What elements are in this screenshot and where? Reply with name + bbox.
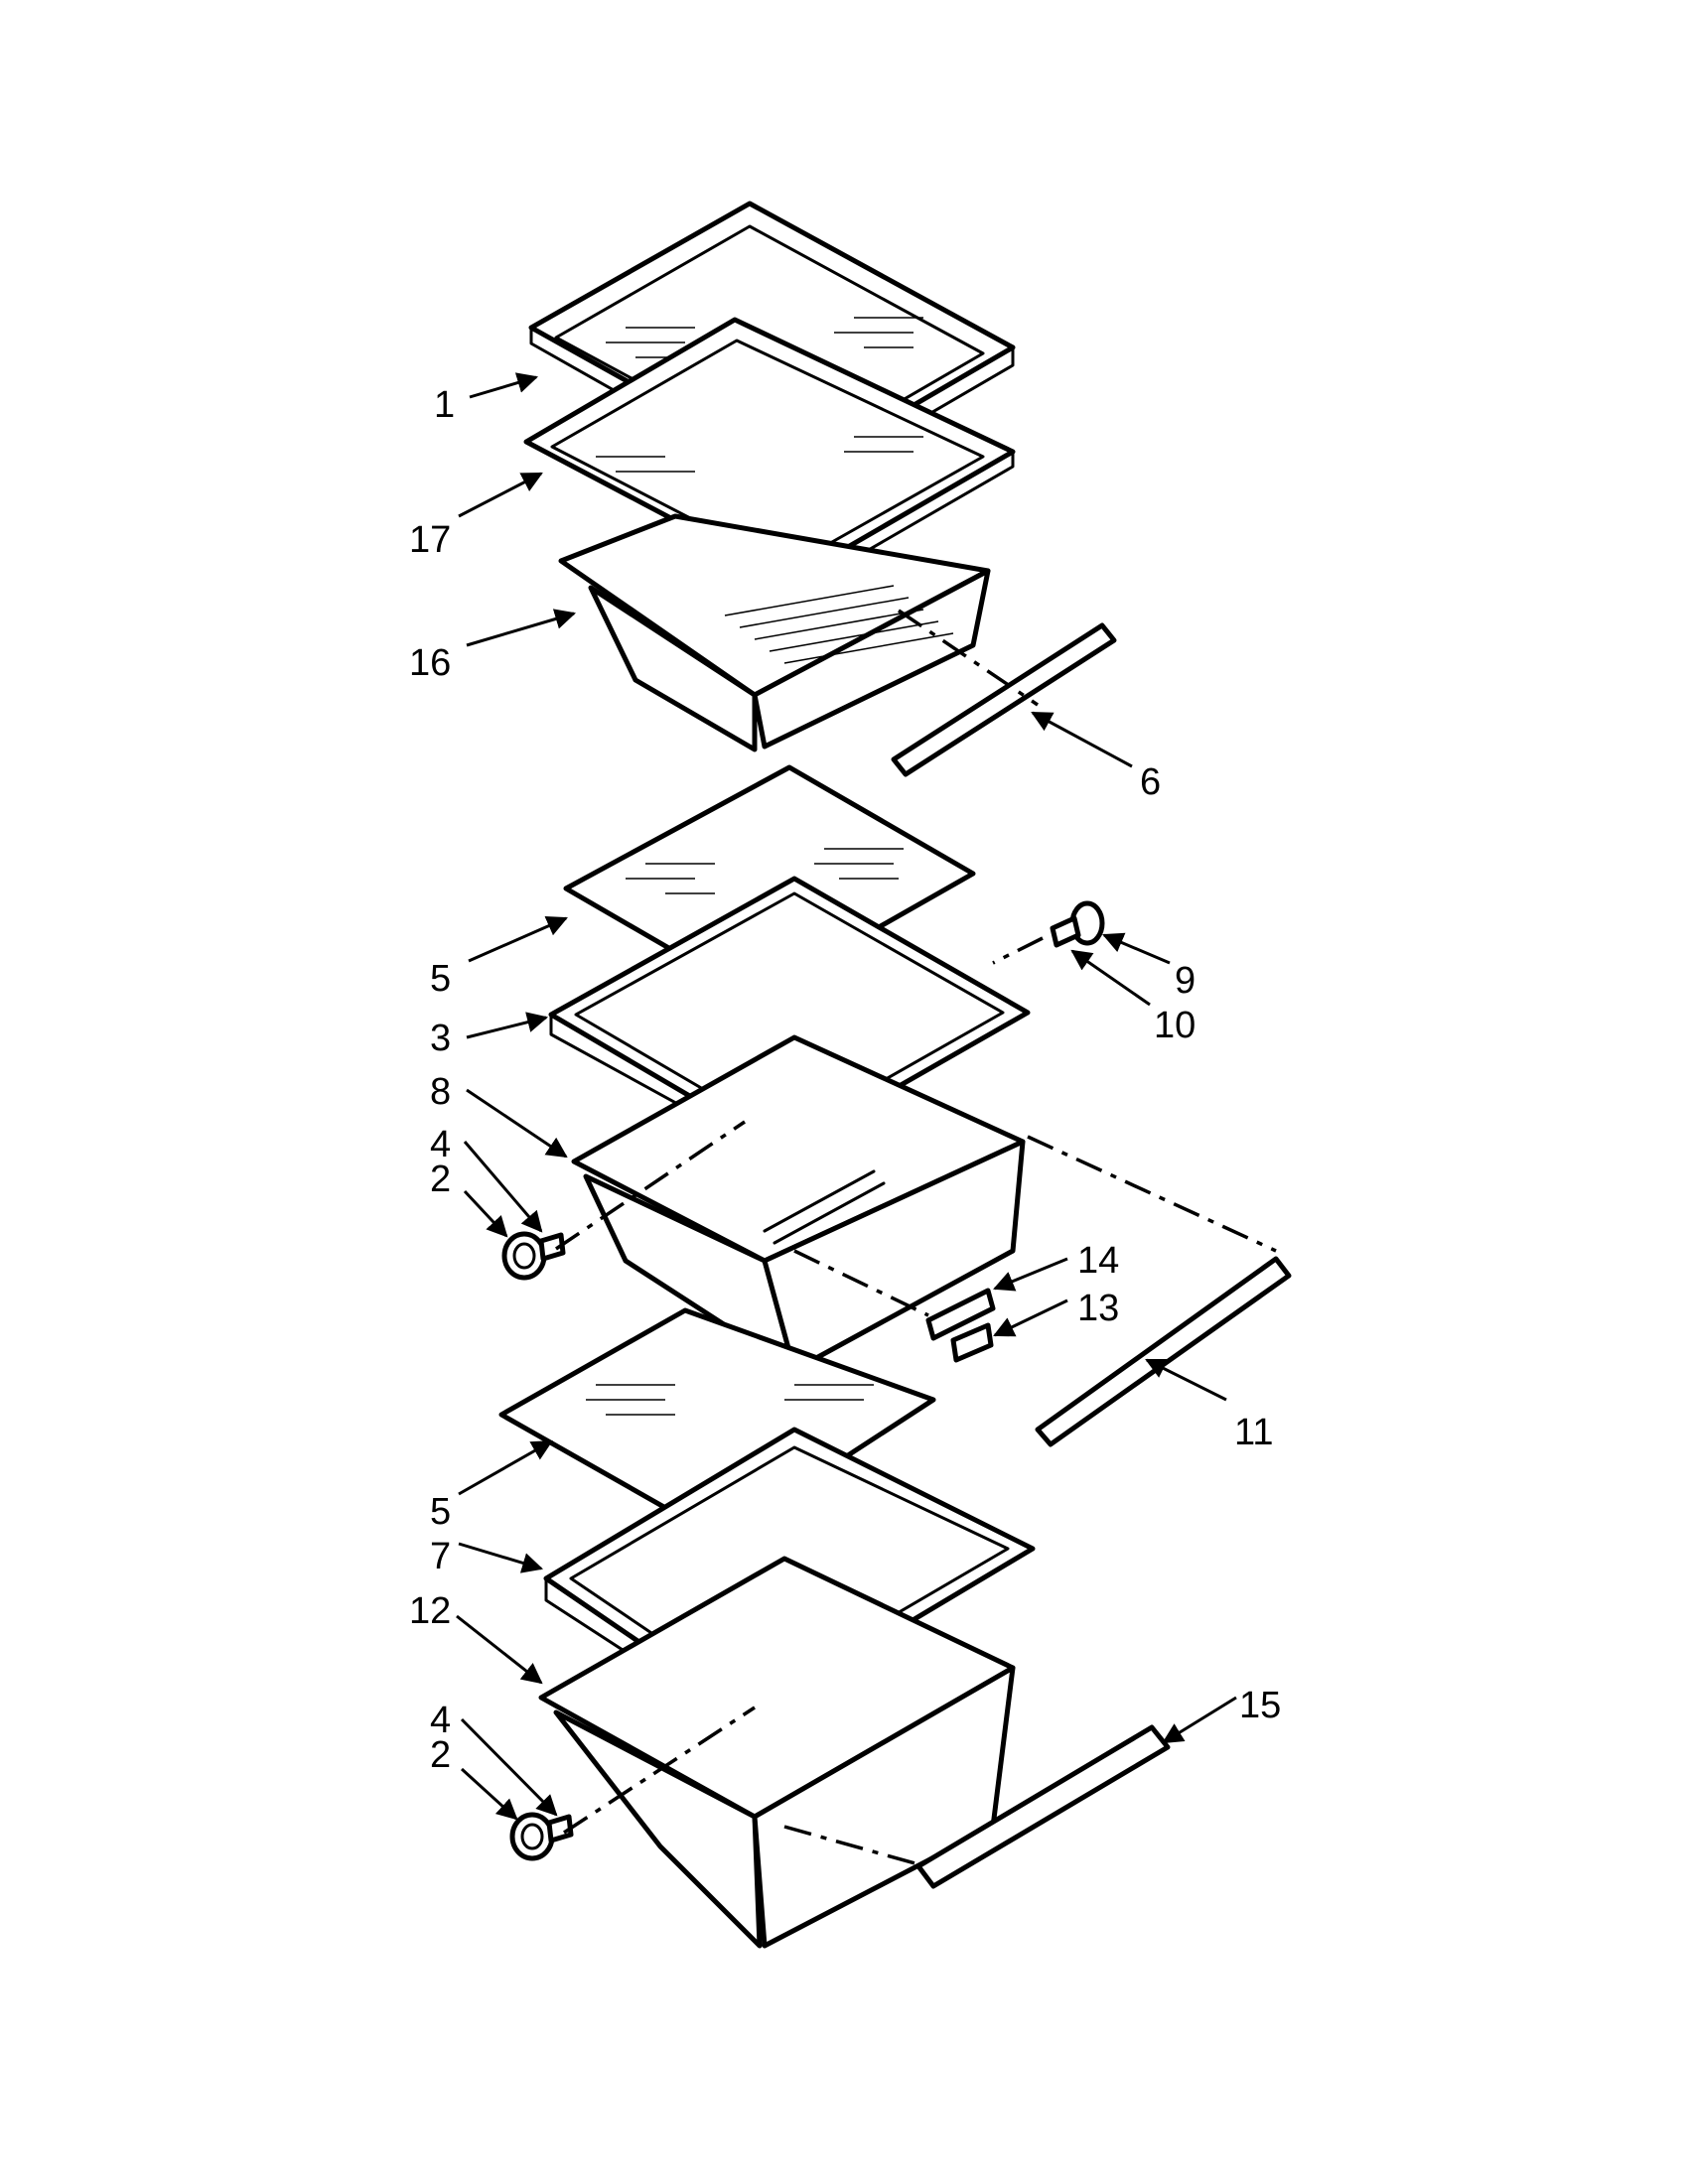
leader-5-lower	[458, 1439, 553, 1496]
leader-10	[1070, 949, 1151, 1007]
part-11-rail	[1035, 1256, 1292, 1447]
callout-9: 9	[1175, 960, 1196, 1002]
callout-1: 1	[434, 384, 455, 426]
part-13-clip	[950, 1322, 994, 1363]
callout-2-lower: 2	[430, 1734, 451, 1776]
callout-5-lower: 5	[430, 1491, 451, 1533]
leader-6	[1031, 711, 1133, 768]
leader-2-lower	[460, 1767, 518, 1821]
leader-2-upper	[463, 1189, 508, 1238]
callout-15: 15	[1239, 1685, 1281, 1726]
leader-13	[993, 1298, 1068, 1337]
part-15-rail	[915, 1724, 1171, 1889]
part-14-clip	[925, 1288, 996, 1341]
part-4-axle-upper	[538, 1232, 566, 1262]
part-10-screw	[1050, 915, 1081, 948]
leader-7	[458, 1542, 544, 1573]
leader-9	[1102, 932, 1171, 965]
leader-12	[456, 1614, 543, 1685]
callout-4-lower: 4	[430, 1700, 451, 1741]
leader-11	[1145, 1358, 1227, 1402]
leader-8	[466, 1088, 568, 1159]
callout-16: 16	[409, 642, 451, 684]
part-12-crisper-drawer-lower	[538, 1556, 1016, 1949]
part-2-roller-upper	[501, 1231, 547, 1281]
callout-6: 6	[1140, 761, 1161, 803]
callout-8: 8	[430, 1071, 451, 1113]
leader-1	[469, 372, 539, 399]
callout-13: 13	[1077, 1288, 1119, 1329]
leader-17	[458, 472, 543, 518]
part-8-crisper-drawer-upper	[571, 1034, 1026, 1373]
part-4-axle-lower	[546, 1814, 574, 1843]
callout-17: 17	[409, 519, 451, 561]
part-2-roller-lower	[509, 1812, 555, 1861]
part-6-rail	[891, 622, 1117, 777]
leader-15	[1162, 1696, 1237, 1744]
callout-4-upper: 4	[430, 1124, 451, 1165]
leader-14	[993, 1257, 1068, 1292]
part-16-crisper-pan	[558, 513, 991, 752]
callout-5-upper: 5	[430, 958, 451, 1000]
callout-12: 12	[409, 1590, 451, 1632]
callout-3: 3	[430, 1018, 451, 1059]
assembly-lines	[555, 609, 1277, 1866]
callout-2-upper: 2	[430, 1159, 451, 1200]
leader-4-upper	[463, 1141, 543, 1233]
callout-10: 10	[1154, 1005, 1196, 1046]
callout-labels: 1 17 16 6 5 3 8 4 2 9 10 14 13 11 5 7 12…	[409, 384, 1281, 1776]
leader-3	[466, 1012, 549, 1039]
leader-16	[466, 609, 577, 647]
leader-4-lower	[460, 1717, 558, 1817]
callout-11: 11	[1234, 1412, 1273, 1453]
leader-arrows	[456, 372, 1237, 1821]
callout-14: 14	[1077, 1240, 1119, 1282]
callout-7: 7	[430, 1536, 451, 1577]
leader-5-upper	[468, 915, 568, 963]
part-5-glass-shelf-lower	[498, 1307, 936, 1542]
